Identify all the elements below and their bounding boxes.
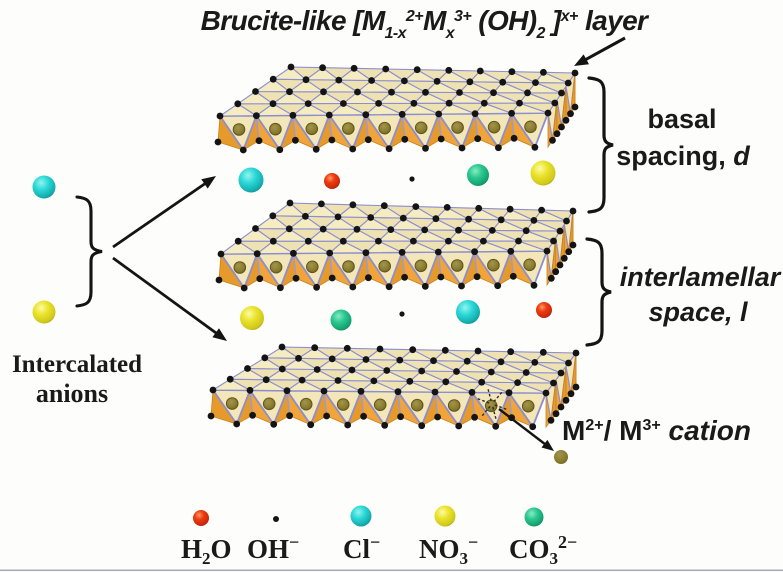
svg-text:anions: anions	[36, 379, 108, 408]
svg-text:space, l: space, l	[648, 297, 748, 327]
svg-text:interlamellar: interlamellar	[620, 262, 782, 292]
svg-text:Intercalated: Intercalated	[12, 351, 142, 378]
svg-text:spacing, d: spacing, d	[616, 141, 750, 171]
svg-text:basal: basal	[647, 104, 716, 134]
